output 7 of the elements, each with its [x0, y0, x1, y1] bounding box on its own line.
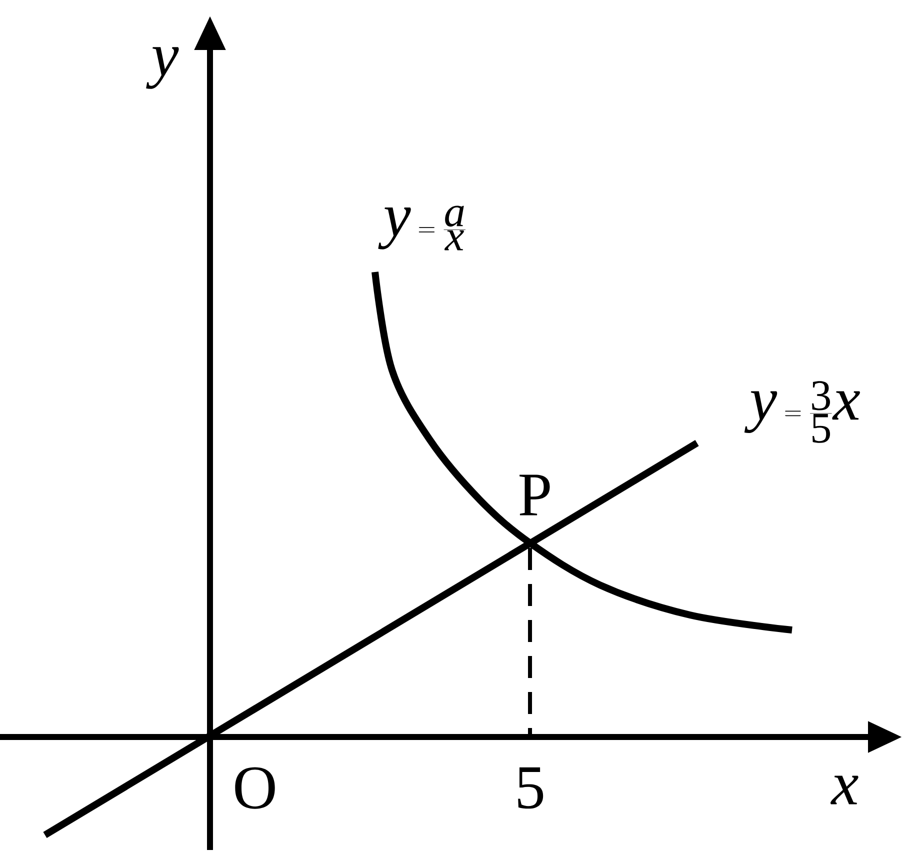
- text-label: P: [520, 474, 550, 516]
- math-label: $y=\frac{a}{x}$: [378, 206, 466, 250]
- math-label: $x$: [830, 776, 858, 804]
- math-label: $y$: [146, 47, 179, 89]
- text-label: 5: [518, 767, 544, 809]
- text-label: O: [235, 767, 275, 809]
- math-label: $y=\frac{3}{5}x$: [744, 381, 860, 443]
